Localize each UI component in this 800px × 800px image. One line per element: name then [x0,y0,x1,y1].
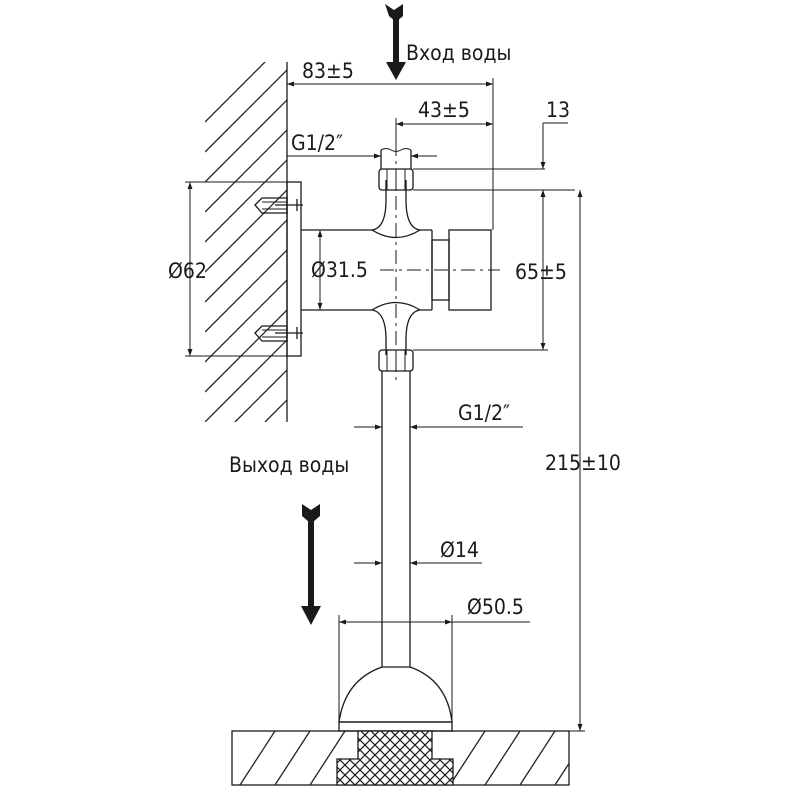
water-out-arrow [301,504,321,625]
valve-body [301,180,492,355]
anchor-bolt-top [254,197,303,214]
dim-body-diameter: Ø31.5 [311,258,368,282]
dimension-lines [185,78,585,732]
dim-cone-diameter: Ø50.5 [467,595,524,619]
water-in-label: Вход воды [406,41,511,65]
dim-thread-top: G1/2″ [291,131,343,155]
water-in-arrow [385,4,406,80]
dim-flange-diameter: Ø62 [168,259,207,283]
dim-total-height: 215±10 [545,451,621,475]
dim-nut-height: 13 [546,98,570,122]
centerlines [380,142,500,380]
dim-thread-bottom: G1/2″ [458,401,510,425]
outlet-cone [338,666,453,732]
dim-pipe-diameter: Ø14 [440,538,479,562]
dim-wall-to-front: 83±5 [302,59,354,83]
floor-section [231,730,570,786]
mounting-plate [254,181,303,357]
seal-crosshatch [336,730,454,786]
wall-hatch [205,62,287,422]
outlet-pipe [381,371,411,667]
water-out-label: Выход воды [229,453,349,477]
anchor-bolt-bottom [254,325,303,342]
dim-axis-to-front: 43±5 [418,98,470,122]
wall [205,62,288,422]
dim-inlet-outlet-spacing: 65±5 [515,260,567,284]
